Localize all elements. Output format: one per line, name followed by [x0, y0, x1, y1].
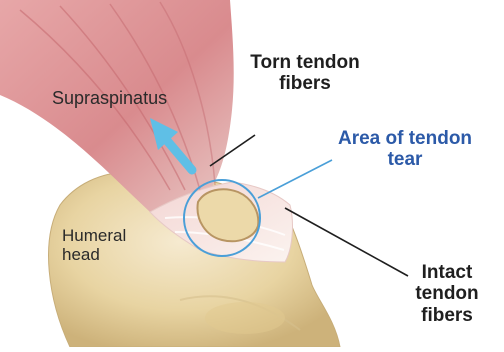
- label-area-of-tear: Area of tendon tear: [330, 128, 480, 171]
- label-humeral-head: Humeral head: [62, 226, 152, 264]
- label-supraspinatus: Supraspinatus: [52, 88, 202, 108]
- leader-area-of-tear: [258, 160, 332, 198]
- label-torn-fibers: Torn tendon fibers: [230, 52, 380, 95]
- label-intact-fibers: Intact tendon fibers: [405, 262, 489, 326]
